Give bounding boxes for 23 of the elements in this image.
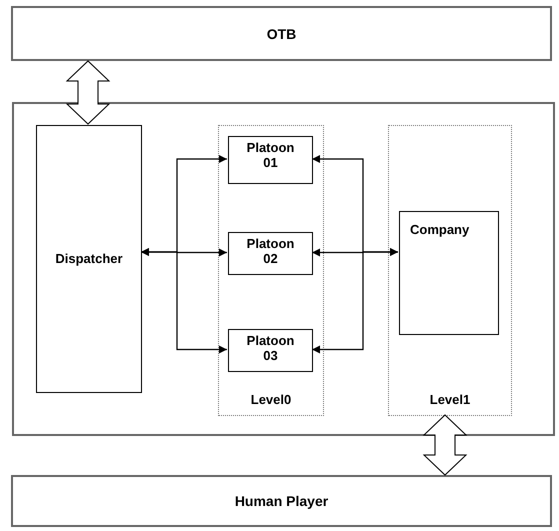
box-shape	[12, 102, 555, 436]
process-box	[11, 475, 552, 527]
process-box	[228, 136, 313, 184]
double-arrow	[422, 414, 468, 476]
box-label: Platoon 02	[246, 236, 296, 266]
group-frame	[218, 125, 324, 416]
process-box	[228, 329, 313, 372]
box-label: Dispatcher	[54, 251, 124, 266]
process-box	[11, 6, 552, 61]
box-label: Company	[410, 222, 470, 237]
group-frame	[388, 125, 512, 416]
box-label: Platoon 03	[246, 333, 296, 363]
arrow	[312, 248, 398, 354]
process-box	[228, 232, 313, 275]
group-label: Level1	[428, 392, 472, 407]
process-box	[36, 125, 142, 393]
box-label: OTB	[266, 26, 298, 42]
double-arrow	[66, 60, 110, 125]
process-box	[399, 211, 499, 335]
box-label: Platoon 01	[246, 140, 296, 170]
group-label: Level0	[250, 392, 292, 407]
arrow	[141, 248, 227, 354]
box-label: Human Player	[234, 494, 330, 509]
